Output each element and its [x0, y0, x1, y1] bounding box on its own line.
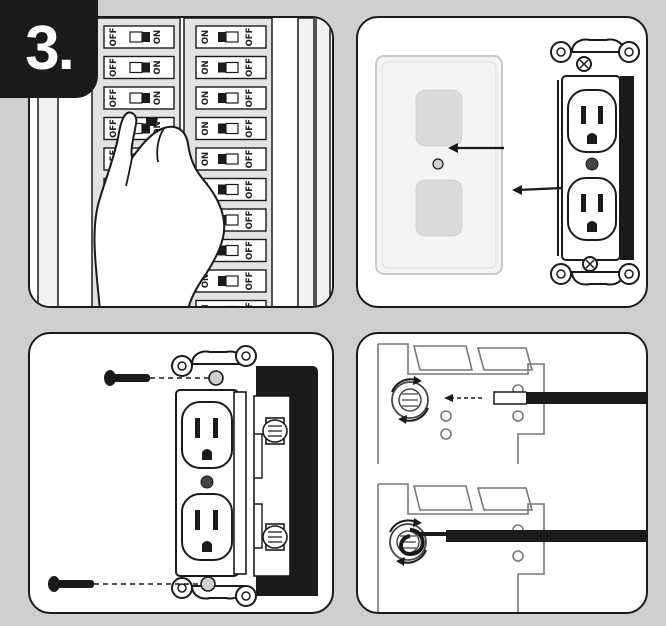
wire-icon [493, 391, 646, 405]
breaker-on-label: ON [201, 30, 211, 44]
terminal-screw-icon [389, 518, 427, 566]
breaker-on-label: ON [201, 152, 211, 166]
breaker-off-label: OFF [245, 58, 255, 77]
terminal-screw-icon [262, 523, 288, 551]
wall-plate-removal-illustration [356, 16, 648, 308]
breaker-off-label: OFF [245, 88, 255, 107]
breaker-off-label: OFF [245, 27, 255, 46]
wire-terminal-illustration [356, 332, 648, 614]
wire-icon [399, 528, 646, 557]
outlet-side-view-icon [377, 343, 545, 464]
mounting-screw-icon [104, 370, 210, 386]
outlet-mounting-icon [48, 345, 318, 607]
breaker-on-label: ON [153, 91, 163, 105]
step-number-badge: 3. [0, 0, 98, 98]
breaker-off-label: OFF [245, 119, 255, 138]
terminal-screw-icon [262, 417, 288, 445]
breaker-off-label: OFF [245, 149, 255, 168]
arrow-left-icon [448, 143, 504, 153]
outlet-icon [550, 38, 640, 286]
breaker-off-label: OFF [245, 271, 255, 290]
hand-icon [93, 111, 226, 306]
breaker-off-label: OFF [109, 27, 119, 46]
outlet-side-view-icon [377, 483, 545, 612]
breaker-on-label: ON [153, 30, 163, 44]
arrow-left-icon [512, 185, 563, 195]
breaker-off-label: OFF [109, 58, 119, 77]
breaker-off-label: OFF [109, 88, 119, 107]
breaker-off-label: OFF [245, 210, 255, 229]
breaker-on-label: ON [201, 274, 211, 288]
wire-terminal-icon [377, 343, 646, 612]
breaker-on-label: ON [153, 60, 163, 74]
breaker-on-label: ON [201, 91, 211, 105]
breaker-on-label: ON [201, 60, 211, 74]
outlet-icon [171, 345, 257, 607]
breaker-off-label: OFF [109, 119, 119, 138]
outlet-mounting-illustration [28, 332, 334, 614]
breaker-on-label: ON [201, 121, 211, 135]
breaker-switch[interactable] [195, 299, 267, 309]
wall-plate-icon [375, 38, 640, 286]
terminal-screw-icon [391, 376, 429, 424]
breaker-off-label: OFF [245, 180, 255, 199]
breaker-on-label: ON [153, 121, 163, 135]
breaker-off-label: OFF [245, 241, 255, 260]
arrow-left-icon [444, 394, 482, 402]
breaker-off-label: OFF [245, 302, 255, 308]
mounting-screw-icon [48, 576, 202, 592]
breaker-on-label: ON [201, 304, 211, 308]
breaker-column-right: ONOFFONOFFONOFFONOFFONOFFONOFFONOFFONOFF… [195, 25, 267, 309]
